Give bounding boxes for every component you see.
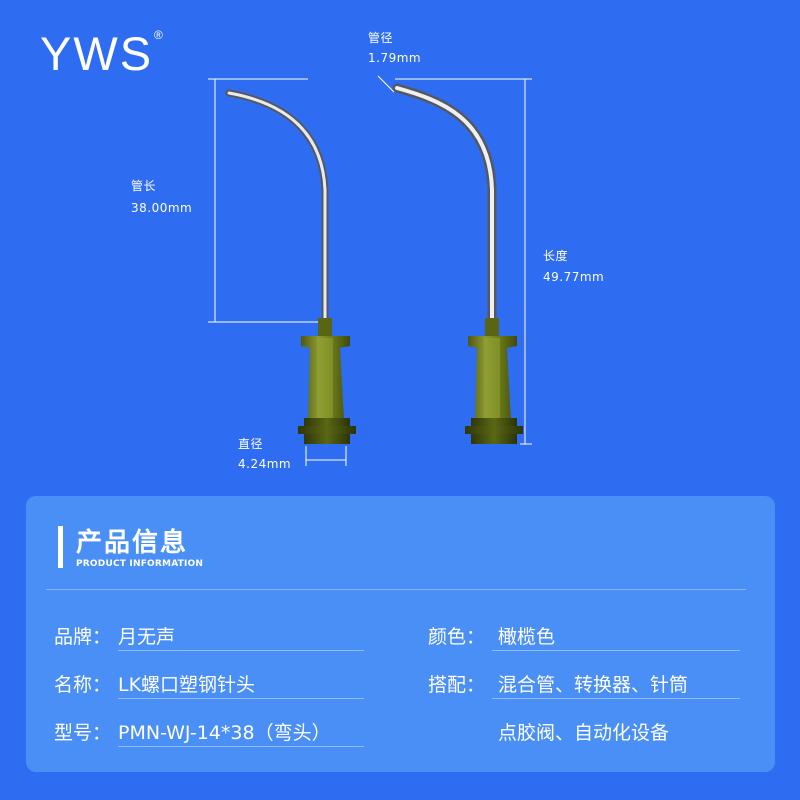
- right-needle: [392, 83, 523, 444]
- color-underline: [492, 650, 740, 651]
- left-needle: [225, 89, 356, 444]
- dimension-lines: [208, 75, 532, 466]
- tube-diameter-value: 1.79mm: [368, 51, 422, 65]
- hub-diameter-value: 4.24mm: [238, 457, 292, 471]
- needle-illustration: [208, 75, 532, 466]
- product-info-panel: 产品信息 PRODUCT INFORMATION 品牌： 月无声 名称： LK螺…: [26, 496, 775, 772]
- pairing-underline: [492, 698, 740, 699]
- total-length-value: 49.77mm: [543, 270, 605, 284]
- tube-diameter-label: 管径: [368, 31, 394, 45]
- hub-diameter-label: 直径: [238, 437, 264, 451]
- panel-divider: [46, 589, 746, 590]
- name-value: LK螺口塑钢针头: [118, 674, 256, 696]
- brand-label: 品牌：: [54, 626, 112, 648]
- color-label: 颜色：: [428, 626, 486, 648]
- pairing-value-line1: 混合管、转换器、针筒: [498, 674, 689, 696]
- tube-length-value: 38.00mm: [131, 201, 193, 215]
- tube-length-label: 管长: [131, 179, 157, 193]
- brand-underline: [118, 650, 364, 651]
- color-value: 橄榄色: [498, 626, 556, 648]
- pairing-value-line2: 点胶阀、自动化设备: [498, 722, 670, 744]
- model-value: PMN-WJ-14*38（弯头）: [118, 722, 331, 744]
- panel-title: 产品信息: [76, 528, 189, 558]
- brand-logo: YWS: [40, 27, 154, 80]
- model-label: 型号：: [54, 722, 112, 744]
- registered-mark: ®: [154, 28, 163, 42]
- name-underline: [118, 698, 364, 699]
- name-label: 名称：: [54, 674, 112, 696]
- pairing-label: 搭配：: [428, 674, 486, 696]
- title-accent-bar: [58, 526, 63, 568]
- panel-subtitle: PRODUCT INFORMATION: [76, 559, 204, 569]
- brand-value: 月无声: [118, 626, 176, 648]
- total-length-label: 长度: [543, 249, 569, 263]
- model-underline: [118, 746, 364, 747]
